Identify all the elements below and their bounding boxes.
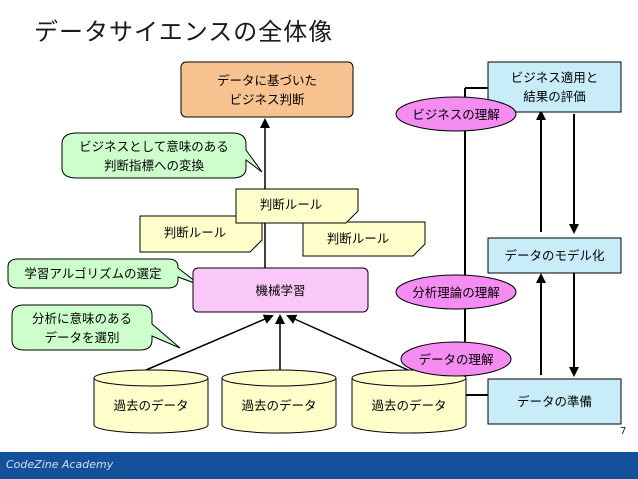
rule-note-right-label: 判断ルール bbox=[326, 230, 390, 246]
past-data-label-1: 過去のデータ bbox=[113, 397, 189, 413]
machine-learning-label: 機械学習 bbox=[255, 282, 306, 298]
oval-business-label: ビジネスの理解 bbox=[412, 106, 500, 122]
callout-algorithm bbox=[7, 258, 201, 289]
past-data-cylinder-2 bbox=[221, 369, 337, 434]
past-data-label-2: 過去のデータ bbox=[241, 397, 317, 413]
apply-evaluate-box bbox=[487, 61, 622, 113]
oval-analysis-label: 分析理論の理解 bbox=[412, 284, 500, 300]
data-prep-label: データの準備 bbox=[516, 394, 592, 409]
apply-evaluate-label: ビジネス適用と 結果の評価 bbox=[488, 62, 621, 112]
decision-box-label: データに基づいた ビジネス判断 bbox=[181, 65, 353, 115]
arrow-data3-to-ml bbox=[286, 314, 409, 371]
callout-business bbox=[61, 132, 263, 179]
decision-box bbox=[180, 61, 354, 118]
modeling-box bbox=[487, 237, 622, 274]
past-data-label-3: 過去のデータ bbox=[371, 397, 447, 413]
modeling-label: データのモデル化 bbox=[504, 248, 605, 263]
oval-analysis-understanding bbox=[395, 274, 517, 310]
callout-business-line-1: ビジネスとして意味のある bbox=[79, 139, 229, 154]
callout-select bbox=[11, 304, 181, 351]
apply-line-1: ビジネス適用と bbox=[510, 70, 599, 85]
arrow-data1-to-ml bbox=[145, 314, 274, 371]
past-data-cylinder-1 bbox=[93, 369, 209, 434]
rule-note-top bbox=[235, 188, 359, 224]
callout-select-label: 分析に意味のある データを選別 bbox=[12, 305, 152, 350]
machine-learning-box bbox=[192, 267, 369, 313]
callout-business-line-2: 判断指標への変換 bbox=[103, 158, 204, 173]
oval-business-understanding bbox=[395, 96, 517, 132]
slide-title: データサイエンスの全体像 bbox=[34, 18, 334, 46]
oval-data-understanding bbox=[400, 341, 512, 377]
page-number: 7 bbox=[620, 426, 627, 437]
data-prep-box bbox=[487, 378, 622, 425]
callout-select-line-1: 分析に意味のある bbox=[31, 310, 132, 326]
apply-line-2: 結果の評価 bbox=[523, 89, 586, 104]
rule-note-top-label: 判断ルール bbox=[259, 196, 323, 212]
decision-line-1: データに基づいた bbox=[216, 73, 317, 88]
oval-data-label: データの理解 bbox=[418, 351, 494, 367]
rule-note-right bbox=[302, 221, 426, 257]
footer-bar bbox=[0, 452, 638, 479]
callout-business-label: ビジネスとして意味のある 判断指標への変換 bbox=[62, 134, 246, 178]
rule-note-left-label: 判断ルール bbox=[163, 224, 227, 240]
decision-line-2: ビジネス判断 bbox=[229, 92, 305, 107]
callout-select-line-2: データを選別 bbox=[44, 329, 120, 345]
footer-brand: CodeZine Academy bbox=[6, 458, 114, 471]
callout-algorithm-label: 学習アルゴリズムの選定 bbox=[24, 266, 162, 281]
